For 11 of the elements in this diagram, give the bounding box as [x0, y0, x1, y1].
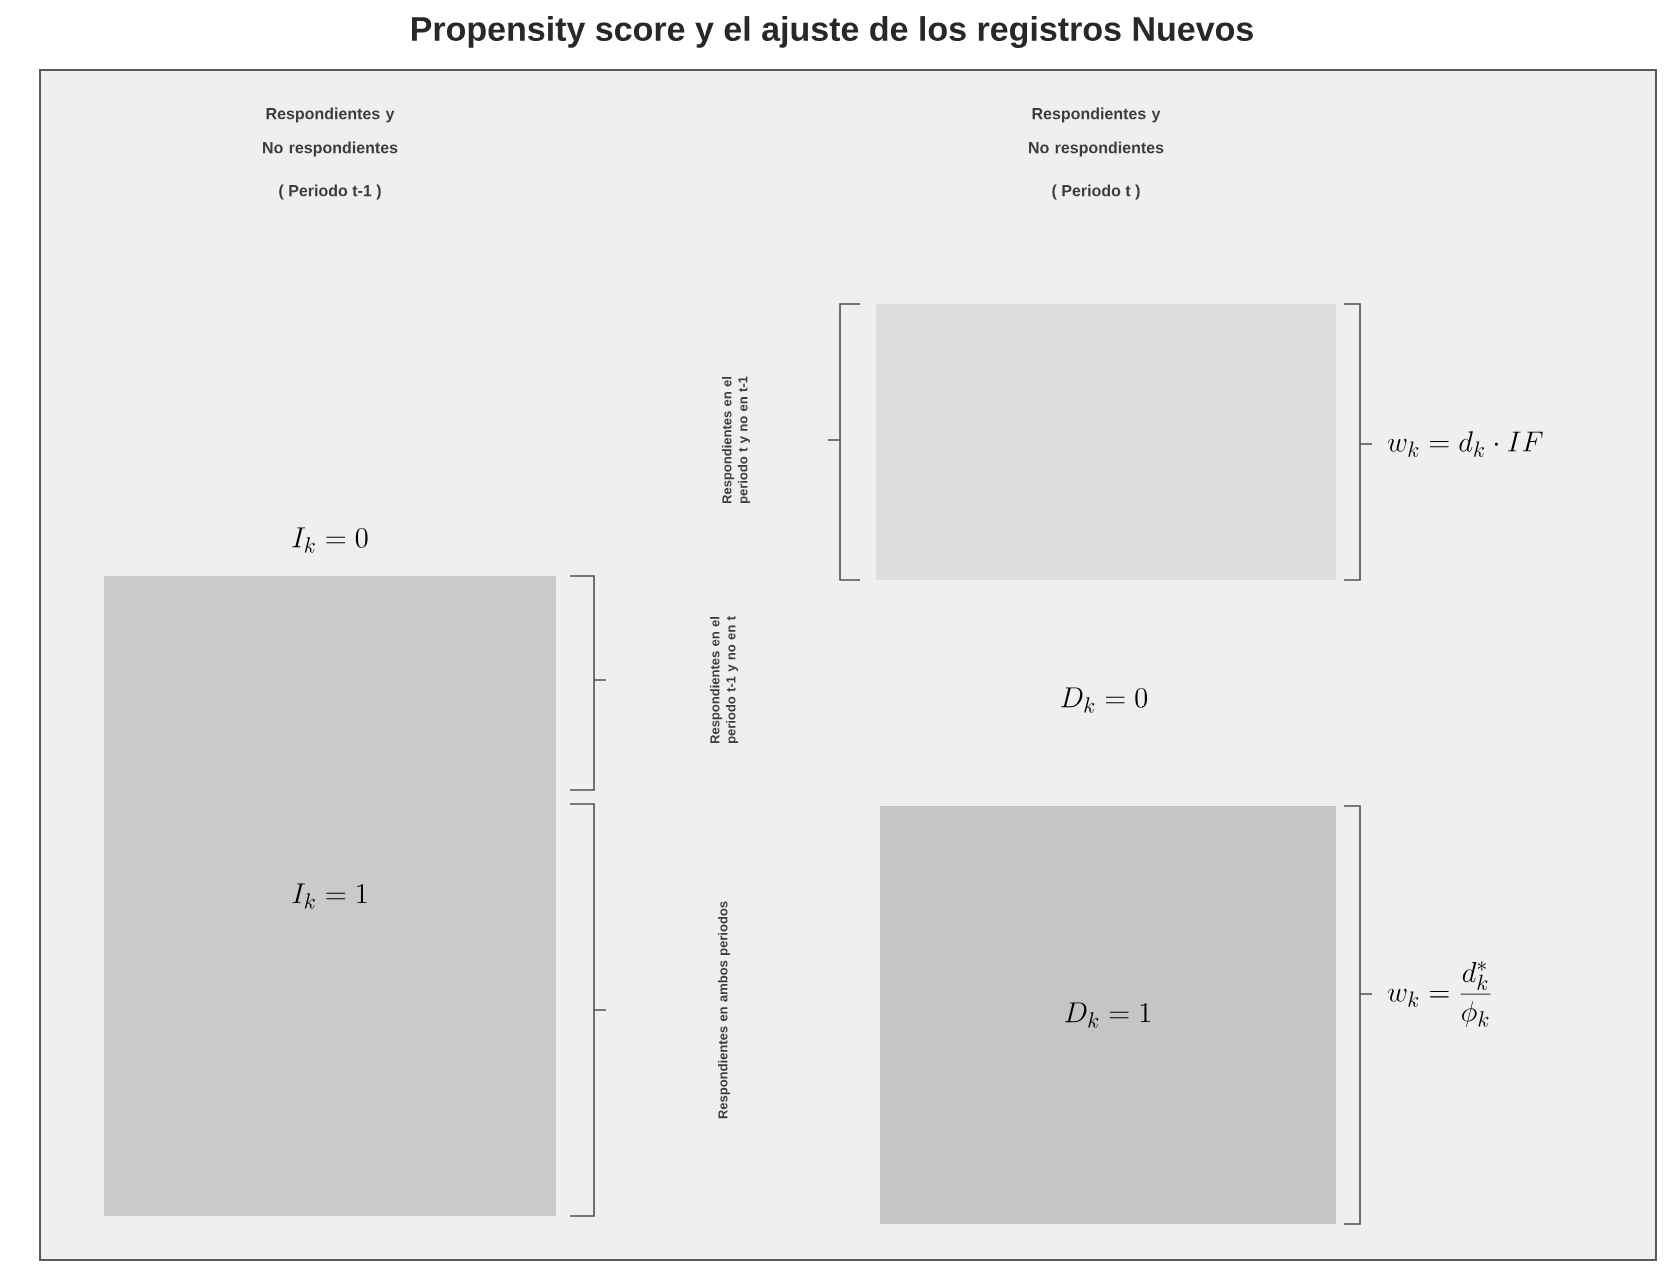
column-heading: Respondientes y No respondientes [1029, 107, 1164, 157]
shaded-box: $D_k = 1$ [880, 806, 1336, 1224]
weight-formula: $w_k = d_k \cdot IF$ [1387, 431, 1543, 457]
shaded-box: $I_k = 1$ [104, 576, 556, 1216]
indicator-formula: $D_k = 0$ [1061, 687, 1148, 713]
column-heading: ( Periodo t ) [1052, 184, 1140, 200]
column-heading: Respondientes y No respondientes [263, 107, 398, 157]
column-heading: ( Periodo t-1 ) [279, 184, 381, 200]
weight-formula: $w_k = \frac{d^{*}_k}{\phi_k}$ [1387, 961, 1491, 1027]
title: Propensity score y el ajuste de los registros Nuevos [412, 16, 1253, 48]
indicator-formula: $I_k = 0$ [292, 527, 368, 553]
